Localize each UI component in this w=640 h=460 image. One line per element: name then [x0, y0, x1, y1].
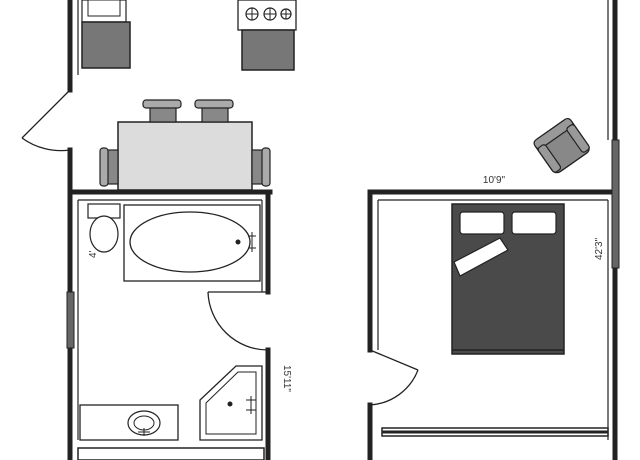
dining-chair-top-left [142, 99, 182, 123]
entry-door [21, 89, 71, 152]
dining-table-icon [117, 121, 253, 191]
sink-icon [79, 404, 179, 441]
armchair-icon [533, 117, 590, 174]
bed-icon [451, 203, 565, 355]
shower-icon [199, 365, 263, 441]
bathtub-icon [123, 204, 261, 282]
wardrobe [381, 427, 609, 437]
dining-chair-right [251, 147, 271, 187]
bedroom-door [369, 349, 419, 406]
bathroom-door [207, 291, 269, 351]
bath-width-label: 4' [88, 250, 99, 258]
bath-length-label: 15'11" [281, 365, 292, 392]
dining-chair-left [99, 147, 119, 187]
kitchen-sink [81, 0, 127, 23]
wall-inner-lines [77, 0, 609, 440]
bathroom-cabinet [77, 447, 265, 460]
kitchen-cabinet-right [241, 29, 295, 71]
dining-chair-top-right [194, 99, 234, 123]
bedroom-width-label: 10'9" [483, 175, 506, 186]
bedroom-length-label: 42'3" [594, 237, 605, 260]
window-left [66, 291, 75, 349]
kitchen-cabinet-left [81, 21, 131, 69]
window-right [611, 139, 620, 269]
toilet-icon [87, 203, 121, 253]
stove-icon [237, 0, 297, 31]
